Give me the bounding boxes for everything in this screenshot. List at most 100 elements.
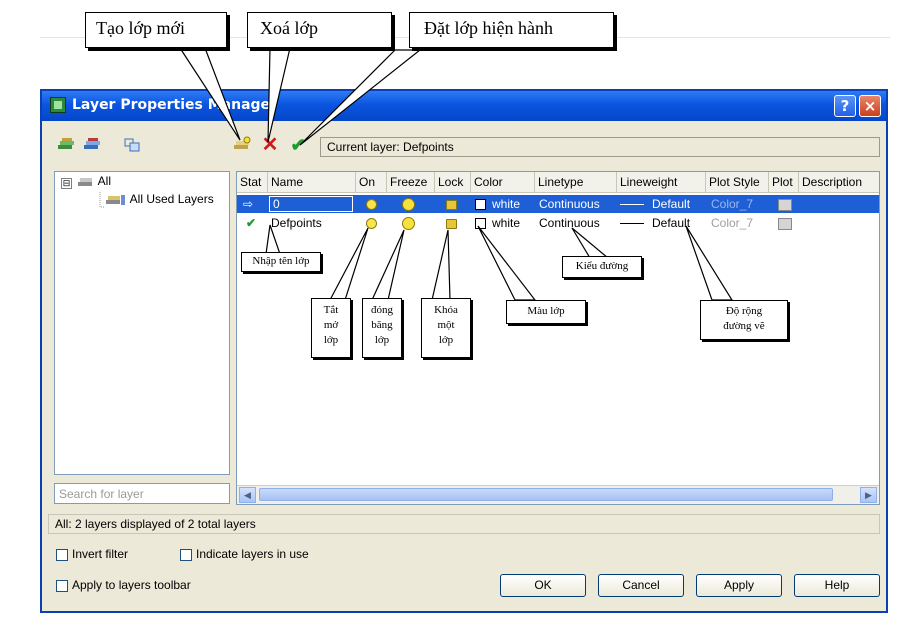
lightbulb-icon xyxy=(366,218,377,230)
plot-toggle[interactable] xyxy=(778,195,792,213)
checkbox-box[interactable] xyxy=(180,548,192,561)
sun-icon xyxy=(402,198,415,212)
col-linetype[interactable]: Linetype xyxy=(535,172,617,192)
scroll-thumb[interactable] xyxy=(259,488,833,501)
lightbulb-icon xyxy=(366,199,377,211)
tree-item-used-label: All Used Layers xyxy=(129,192,214,207)
padlock-icon xyxy=(446,218,457,229)
col-freeze[interactable]: Freeze xyxy=(387,172,435,192)
current-check-icon: ✔ xyxy=(246,216,257,230)
horizontal-scrollbar[interactable]: ◀ ▶ xyxy=(237,485,879,504)
annotation-set-current: Đặt lớp hiện hành xyxy=(409,12,614,48)
tree-item-all-label: All xyxy=(97,174,112,188)
tree-item-all[interactable]: All xyxy=(77,174,111,189)
current-layer-text: Current layer: Defpoints xyxy=(327,140,454,154)
indicate-layers-checkbox[interactable]: Indicate layers in use xyxy=(180,547,309,561)
set-current-icon[interactable]: ✔ xyxy=(290,135,306,155)
search-input[interactable] xyxy=(55,484,231,504)
invert-filter-checkbox[interactable]: Invert filter xyxy=(56,547,128,561)
lineweight-line xyxy=(620,204,644,206)
lineweight-label: Default xyxy=(652,197,691,211)
used-layers-icon xyxy=(106,195,125,205)
col-plot[interactable]: Plot xyxy=(769,172,799,192)
cancel-button[interactable]: Cancel xyxy=(598,574,684,597)
freeze-toggle[interactable] xyxy=(402,214,415,232)
printer-icon xyxy=(778,217,792,230)
on-toggle[interactable] xyxy=(366,214,377,232)
col-name[interactable]: Name xyxy=(268,172,356,192)
annotation-lock-line: lớp xyxy=(438,334,454,346)
padlock-icon xyxy=(446,199,457,210)
tree-connector xyxy=(99,192,105,208)
layer-name-field[interactable]: 0 xyxy=(269,196,353,212)
annotation-freeze: đóng băng lớp xyxy=(362,298,402,358)
layer-color-label: white xyxy=(492,197,521,211)
layer-row[interactable]: ⇨ 0 white Continuous Default Color_7 xyxy=(237,195,879,213)
checkbox-box[interactable] xyxy=(56,579,68,592)
plot-style-cell[interactable]: Color_7 xyxy=(711,216,754,230)
printer-icon xyxy=(778,198,792,211)
apply-button[interactable]: Apply xyxy=(696,574,782,597)
current-layer-display: Current layer: Defpoints xyxy=(320,137,880,157)
col-color[interactable]: Color xyxy=(471,172,535,192)
lineweight-cell[interactable]: Default xyxy=(620,214,690,232)
annotation-on-off: Tắt mở lớp xyxy=(311,298,351,358)
apply-toolbar-label: Apply to layers toolbar xyxy=(72,578,191,592)
lock-toggle[interactable] xyxy=(446,214,457,232)
plot-toggle[interactable] xyxy=(778,214,792,232)
apply-toolbar-checkbox[interactable]: Apply to layers toolbar xyxy=(56,578,191,592)
column-header: Stat Name On Freeze Lock Color Linetype … xyxy=(237,172,879,193)
help-title-button[interactable]: ? xyxy=(834,95,856,117)
filter-tree[interactable]: ⊟ All All Used Layers xyxy=(54,171,230,475)
status-cell: ✔ xyxy=(246,214,268,232)
color-cell[interactable]: white xyxy=(475,195,520,213)
plot-style-cell[interactable]: Color_7 xyxy=(711,197,754,211)
lineweight-line xyxy=(620,223,644,225)
lock-toggle[interactable] xyxy=(446,195,457,213)
annotation-enter-name: Nhập tên lớp xyxy=(241,252,321,272)
lineweight-label: Default xyxy=(652,216,691,230)
new-layer-icon[interactable] xyxy=(232,136,252,154)
color-cell[interactable]: white xyxy=(475,214,520,232)
new-property-filter-icon[interactable] xyxy=(56,136,76,154)
col-lock[interactable]: Lock xyxy=(435,172,471,192)
annotation-on-off-line: mở xyxy=(323,319,339,331)
col-status[interactable]: Stat xyxy=(237,172,268,192)
title-bar[interactable]: Layer Properties Manager ? × xyxy=(42,91,886,121)
annotation-on-off-line: lớp xyxy=(323,334,339,346)
freeze-toggle[interactable] xyxy=(402,195,415,213)
status-cell: ⇨ xyxy=(243,195,265,213)
annotation-freeze-line: lớp xyxy=(374,334,390,346)
search-layer-box[interactable] xyxy=(54,483,231,504)
layer-row[interactable]: ✔ Defpoints white Continuous Default Col… xyxy=(237,214,879,232)
scroll-right-icon[interactable]: ▶ xyxy=(860,487,877,503)
name-cell[interactable]: 0 xyxy=(269,195,357,213)
collapse-icon[interactable]: ⊟ xyxy=(61,178,72,189)
annotation-line-type: Kiểu đường xyxy=(562,256,642,278)
on-toggle[interactable] xyxy=(366,195,377,213)
status-bar: All: 2 layers displayed of 2 total layer… xyxy=(48,514,880,534)
delete-layer-icon[interactable]: ✕ xyxy=(261,134,279,156)
scroll-left-icon[interactable]: ◀ xyxy=(239,487,256,503)
ok-button[interactable]: OK xyxy=(500,574,586,597)
col-on[interactable]: On xyxy=(356,172,387,192)
color-swatch xyxy=(475,218,486,230)
name-cell[interactable]: Defpoints xyxy=(271,216,322,230)
dialog-title: Layer Properties Manager xyxy=(72,97,277,113)
layer-states-manager-icon[interactable] xyxy=(122,136,142,154)
tree-item-used-layers[interactable]: All Used Layers xyxy=(105,192,214,208)
linetype-cell[interactable]: Continuous xyxy=(539,197,600,211)
linetype-cell[interactable]: Continuous xyxy=(539,216,600,230)
annotation-freeze-line: băng xyxy=(371,319,393,331)
col-plot-style[interactable]: Plot Style xyxy=(706,172,769,192)
checkbox-box[interactable] xyxy=(56,548,68,561)
help-button[interactable]: Help xyxy=(794,574,880,597)
lineweight-cell[interactable]: Default xyxy=(620,195,690,213)
close-button[interactable]: × xyxy=(859,95,881,117)
annotation-lock-line: Khóa xyxy=(434,304,458,316)
annotation-new-layer: Tạo lớp mới xyxy=(85,12,227,48)
new-group-filter-icon[interactable] xyxy=(82,136,102,154)
col-description[interactable]: Description xyxy=(802,175,863,189)
col-lineweight[interactable]: Lineweight xyxy=(617,172,706,192)
layers-icon xyxy=(78,177,92,186)
